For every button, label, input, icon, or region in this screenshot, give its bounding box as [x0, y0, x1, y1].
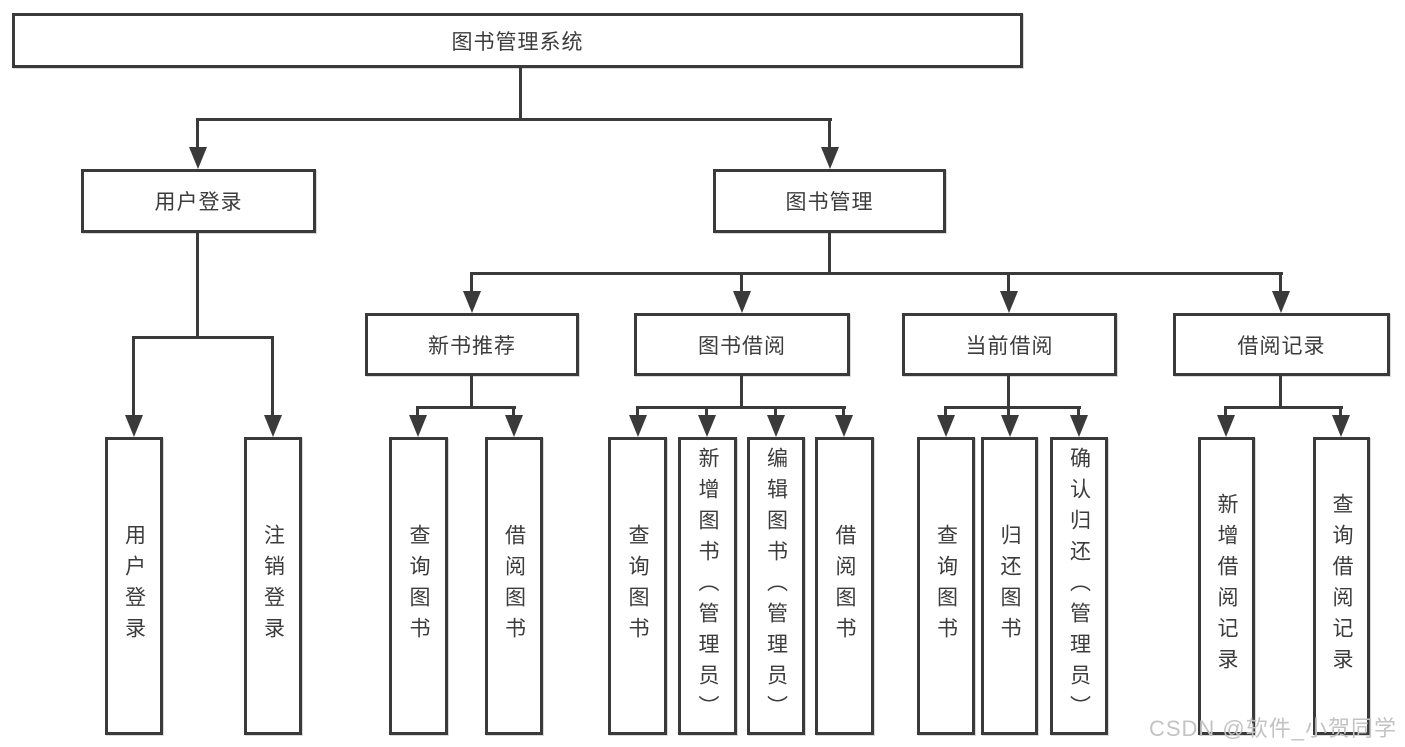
leaf-borrow-books-borrowing: 借阅图书	[815, 437, 874, 735]
connector-line	[842, 409, 845, 417]
node-label: 新书推荐	[428, 334, 516, 358]
arrow-down-icon	[1272, 291, 1290, 313]
arrow-down-icon	[1000, 291, 1018, 313]
connector-line	[196, 120, 199, 148]
connector-line	[416, 406, 516, 409]
connector-line	[196, 118, 832, 121]
connector-line	[132, 336, 274, 339]
node-borrowing-records: 借阅记录	[1173, 313, 1390, 376]
connector-line	[470, 376, 473, 409]
connector-line	[470, 275, 473, 293]
leaf-label: 归还图书	[998, 524, 1022, 648]
connector-line	[828, 120, 831, 148]
connector-line	[196, 233, 199, 338]
arrow-down-icon	[1332, 415, 1350, 437]
leaf-add-book-admin: 新增图书（管理员）	[678, 437, 737, 735]
connector-line	[512, 409, 515, 417]
leaf-query-borrow-record: 查询借阅记录	[1313, 437, 1370, 735]
arrow-down-icon	[733, 291, 751, 313]
leaf-label: 新增图书（管理员）	[696, 446, 720, 726]
leaf-label: 新增借阅记录	[1215, 493, 1239, 679]
connector-line	[1007, 275, 1010, 293]
leaf-label: 编辑图书（管理员）	[764, 446, 788, 726]
node-label: 图书管理系统	[451, 30, 584, 54]
node-new-book-recommendation: 新书推荐	[365, 313, 579, 376]
arrow-down-icon	[937, 415, 955, 437]
connector-line	[740, 275, 743, 293]
leaf-label: 查询图书	[407, 524, 431, 648]
arrow-down-icon	[821, 147, 839, 169]
connector-line	[132, 339, 135, 415]
connector-line	[828, 233, 831, 274]
arrow-down-icon	[463, 291, 481, 313]
arrow-down-icon	[125, 415, 143, 437]
arrow-down-icon	[767, 415, 785, 437]
arrow-down-icon	[409, 415, 427, 437]
connector-line	[416, 409, 419, 417]
leaf-query-books-borrowing: 查询图书	[608, 437, 667, 735]
leaf-label: 查询借阅记录	[1330, 493, 1354, 679]
leaf-add-borrow-record: 新增借阅记录	[1198, 437, 1255, 735]
node-label: 借阅记录	[1237, 334, 1326, 358]
leaf-borrow-books-recommend: 借阅图书	[485, 437, 543, 735]
leaf-label: 确认归还（管理员）	[1067, 446, 1091, 726]
leaf-user-login: 用户登录	[105, 437, 163, 735]
connector-line	[1007, 409, 1010, 417]
connector-line	[1077, 409, 1080, 417]
node-book-borrowing: 图书借阅	[634, 313, 850, 376]
connector-line	[944, 406, 1081, 409]
node-label: 图书借阅	[698, 334, 786, 358]
arrow-down-icon	[1070, 415, 1088, 437]
watermark: CSDN @软件_小贺同学	[1148, 716, 1397, 741]
connector-line	[1224, 406, 1343, 409]
leaf-label: 查询图书	[934, 524, 958, 648]
leaf-label: 借阅图书	[833, 524, 857, 648]
leaf-label: 注销登录	[261, 524, 285, 648]
node-library-management-system: 图书管理系统	[12, 13, 1023, 68]
leaf-label: 查询图书	[626, 524, 650, 648]
leaf-query-books-current: 查询图书	[917, 437, 975, 735]
arrow-down-icon	[629, 415, 647, 437]
arrow-down-icon	[1217, 415, 1235, 437]
connector-line	[705, 409, 708, 417]
connector-line	[1279, 376, 1282, 409]
arrow-down-icon	[505, 415, 523, 437]
connector-line	[1279, 275, 1282, 293]
connector-line	[944, 409, 947, 417]
node-label: 图书管理	[785, 191, 874, 214]
node-label: 当前借阅	[965, 334, 1054, 358]
connector-line	[636, 409, 639, 417]
connector-line	[271, 339, 274, 415]
connector-line	[774, 409, 777, 417]
connector-line	[519, 68, 522, 120]
arrow-down-icon	[698, 415, 716, 437]
leaf-confirm-return-admin: 确认归还（管理员）	[1050, 437, 1108, 735]
leaf-logout-login: 注销登录	[244, 437, 302, 735]
node-label: 用户登录	[154, 191, 243, 214]
connector-line	[636, 406, 846, 409]
arrow-down-icon	[264, 415, 282, 437]
node-book-management: 图书管理	[713, 169, 946, 233]
leaf-label: 用户登录	[122, 524, 146, 648]
leaf-label: 借阅图书	[502, 524, 526, 648]
connector-line	[1224, 409, 1227, 417]
connector-line	[1007, 376, 1010, 409]
arrow-down-icon	[1001, 415, 1019, 437]
arrow-down-icon	[189, 147, 207, 169]
leaf-query-books-recommend: 查询图书	[389, 437, 448, 735]
arrow-down-icon	[835, 415, 853, 437]
connector-line	[1339, 409, 1342, 417]
node-user-login: 用户登录	[81, 169, 316, 233]
leaf-edit-book-admin: 编辑图书（管理员）	[747, 437, 805, 735]
node-current-borrowing: 当前借阅	[902, 313, 1117, 376]
connector-line	[740, 376, 743, 409]
connector-line	[470, 272, 1283, 275]
leaf-return-books: 归还图书	[981, 437, 1038, 735]
